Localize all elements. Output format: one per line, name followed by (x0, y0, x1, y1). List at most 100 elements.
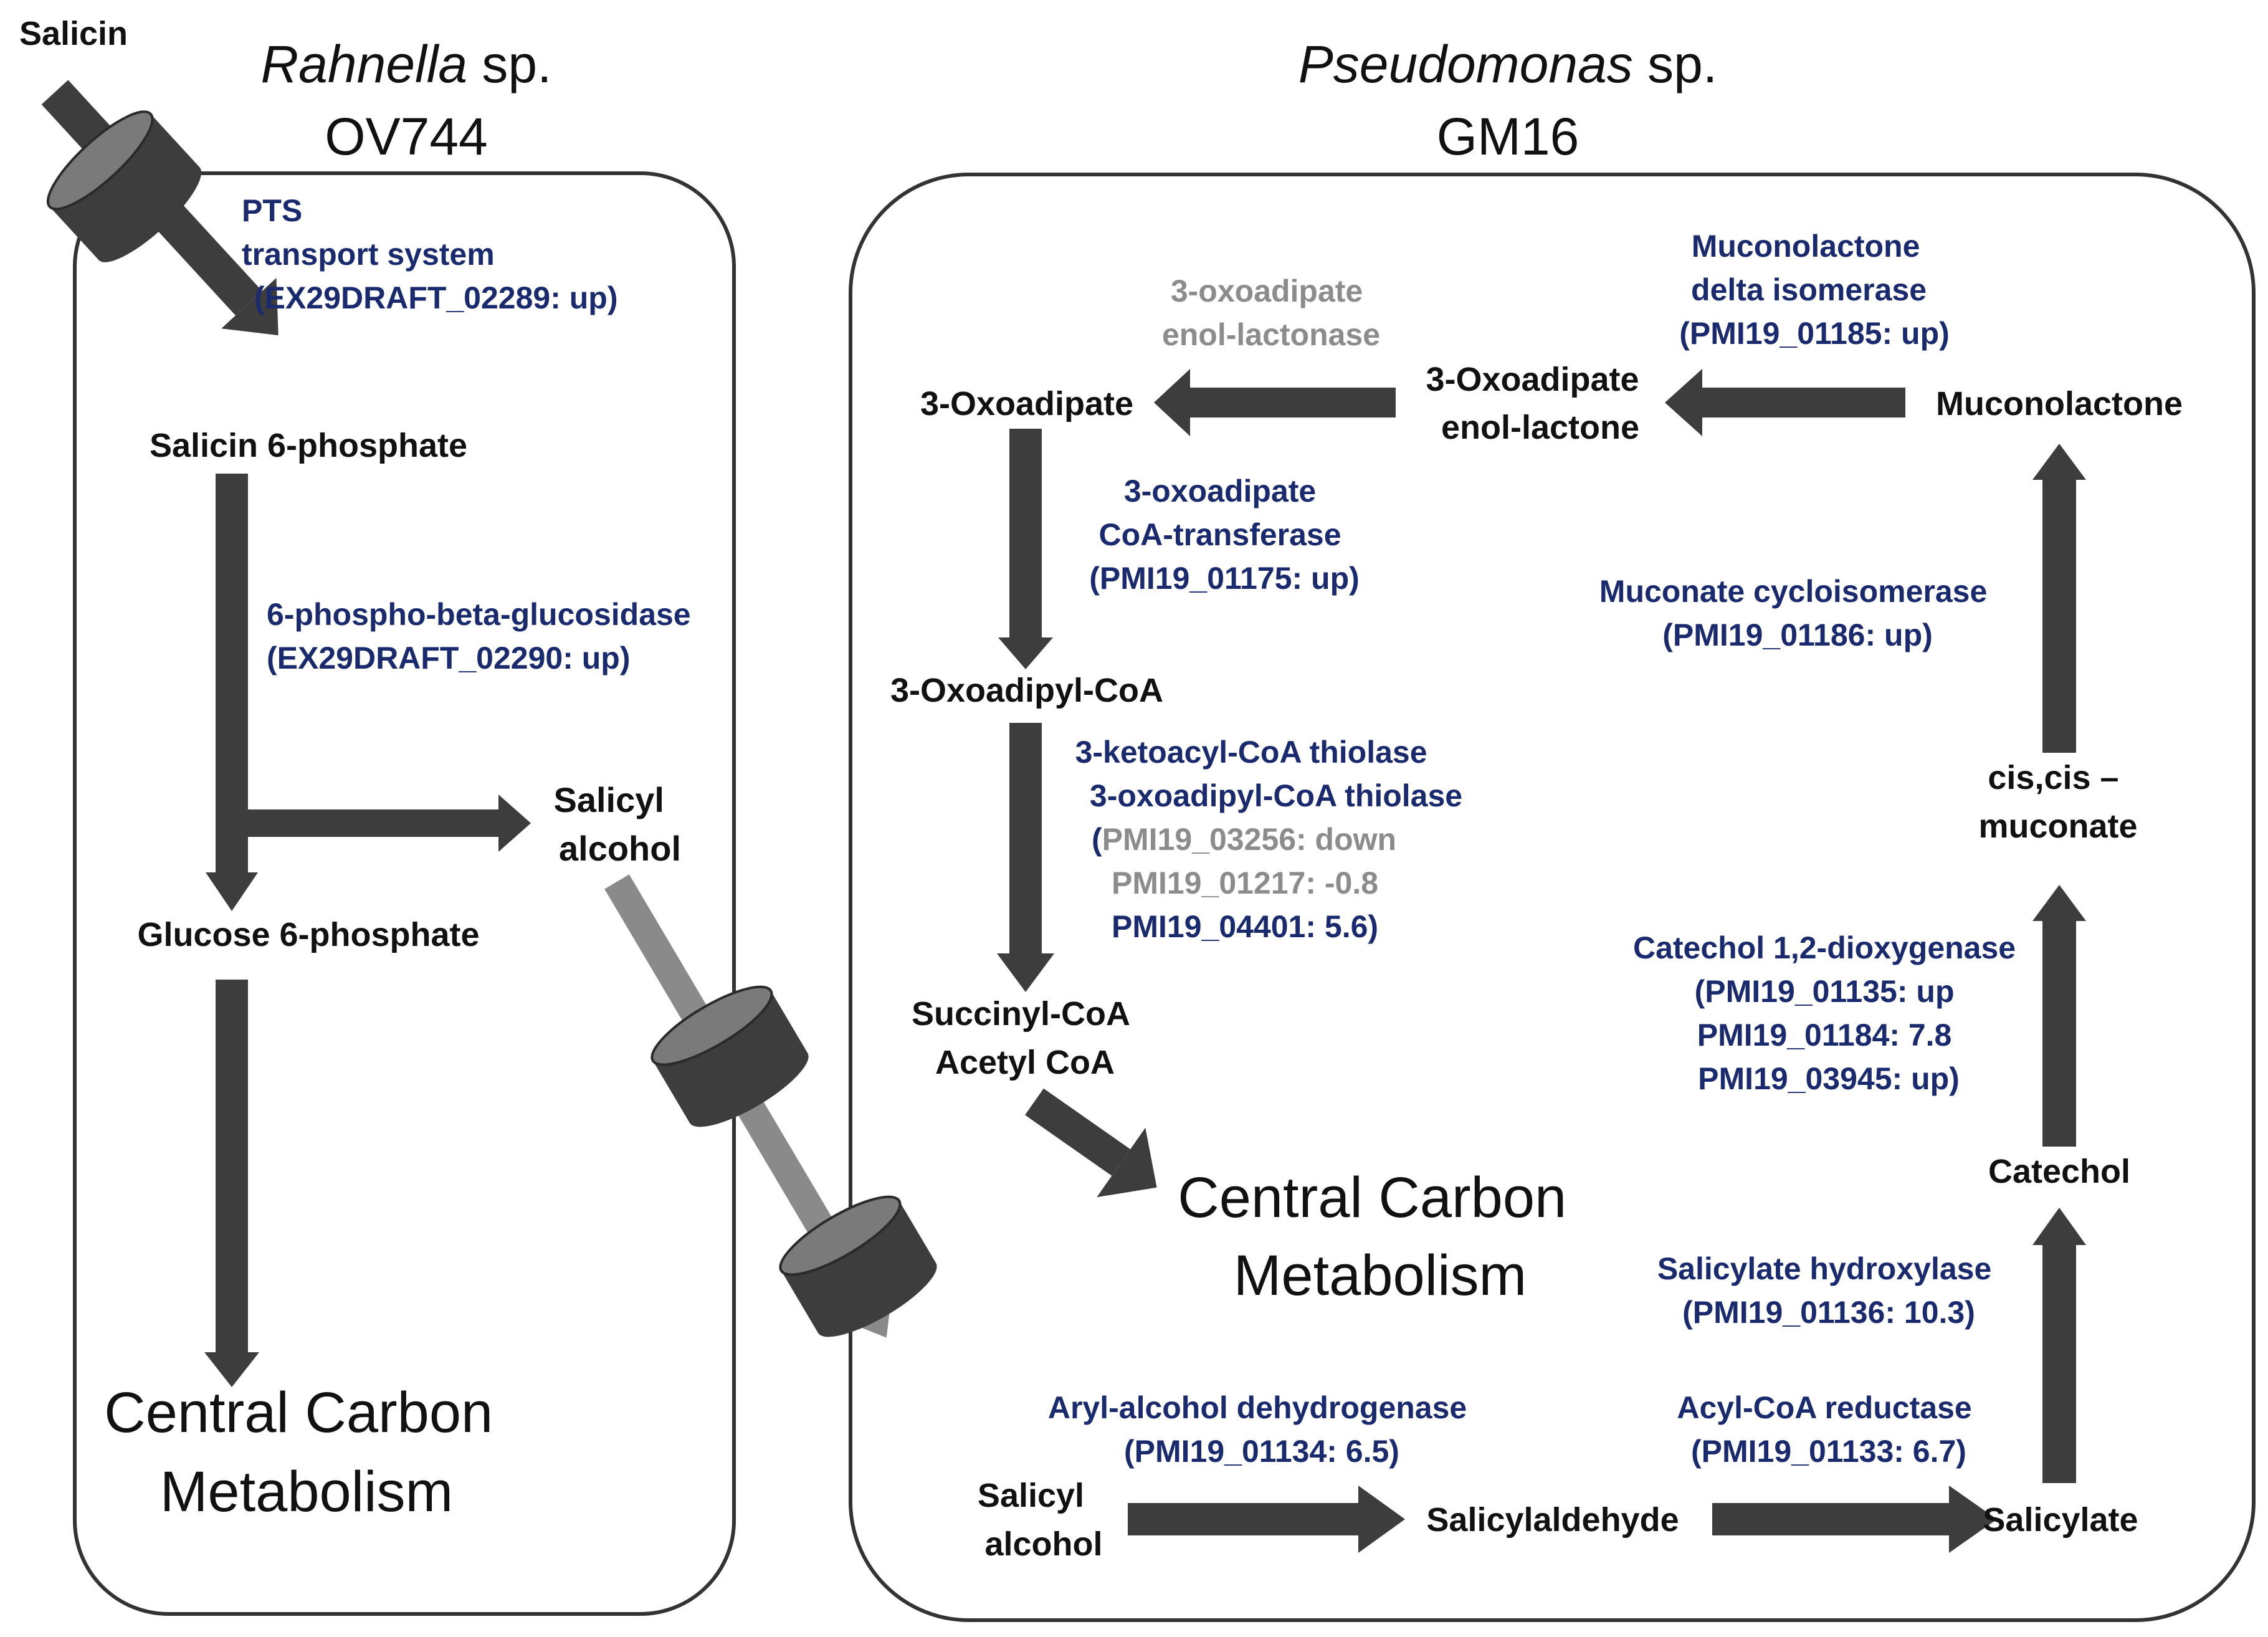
enol-lactonase-enzyme: 3-oxoadipate enol-lactonase (1162, 274, 1380, 352)
rahnella-ccm: Central Carbon Metabolism (104, 1381, 508, 1524)
succinyl-line1: Succinyl-CoA (912, 995, 1130, 1033)
transferase-line1: 3-oxoadipate (1124, 474, 1316, 508)
pts-transporter-cylinder (46, 110, 202, 262)
pseudomonas-salicyl-line1: Salicyl (978, 1477, 1084, 1514)
oxoadipyl-coa: 3-Oxoadipyl-CoA (890, 672, 1163, 709)
cycloisomerase-line1: Muconate cycloisomerase (1599, 574, 1988, 609)
thiolase-ids: (PMI19_03256: down PMI19_01217: -0.8 PMI… (1092, 822, 1405, 944)
dehydrogenase-line1: Aryl-alcohol dehydrogenase (1048, 1390, 1467, 1425)
pseudomonas-strain: GM16 (1437, 107, 1580, 166)
hydroxylase-line2: (PMI19_01136: 10.3) (1682, 1295, 1975, 1330)
pseudomonas-sp: sp. (1633, 35, 1717, 93)
dehydrogenase-line2: (PMI19_01134: 6.5) (1124, 1434, 1399, 1469)
rahnella-salicyl-line2: alcohol (559, 829, 681, 868)
isomerase-line1: Muconolactone (1692, 229, 1920, 264)
salicyl-branch-arrow (232, 795, 531, 852)
enol-lactone-line1: 3-Oxoadipate (1426, 361, 1639, 398)
dioxygenase-line2: (PMI19_01135: up (1695, 974, 1955, 1009)
dioxygenase-line4: PMI19_03945: up) (1698, 1061, 1960, 1096)
thiolase-paren: ( (1092, 822, 1102, 857)
muconate-line2: muconate (1978, 808, 2137, 845)
pseudomonas-salicyl-line2: alcohol (984, 1525, 1102, 1563)
glucosidase-arrow (206, 474, 258, 911)
dioxygenase-line3: PMI19_01184: 7.8 (1697, 1018, 1952, 1052)
pseudomonas-genus: Pseudomonas (1298, 35, 1633, 93)
enol-lactonase-arrow (1154, 369, 1396, 436)
pseudomonas-salicyl-alcohol: Salicyl alcohol (978, 1477, 1103, 1563)
enol-lactonase-line1: 3-oxoadipate (1171, 274, 1363, 308)
reductase-line2: (PMI19_01133: 6.7) (1691, 1434, 1966, 1469)
rahnella-export-cylinder (650, 985, 809, 1127)
glucose-6-phosphate: Glucose 6-phosphate (137, 916, 479, 953)
succinyl-line2: Acetyl CoA (935, 1044, 1115, 1081)
isomerase-line3: (PMI19_01185: up) (1679, 316, 1950, 351)
pts-enzyme: PTS transport system (EX29DRAFT_02289: u… (242, 193, 618, 315)
thiolase-line3: PMI19_03256: down (1102, 822, 1396, 857)
succinyl-to-ccm-arrow (1025, 1088, 1157, 1198)
reductase-arrow (1712, 1486, 1997, 1553)
cycloisomerase-line2: (PMI19_01186: up) (1662, 618, 1933, 652)
reductase-enzyme: Acyl-CoA reductase (PMI19_01133: 6.7) (1677, 1390, 1980, 1469)
catechol: Catechol (1988, 1153, 2130, 1190)
rahnella-title: Rahnella sp. (261, 35, 552, 93)
thiolase-line1: 3-ketoacyl-CoA thiolase (1075, 735, 1427, 770)
pseudomonas-cell (849, 173, 2256, 1622)
pts-line1: PTS (242, 193, 302, 228)
salicylaldehyde: Salicylaldehyde (1426, 1501, 1679, 1539)
salicylate: Salicylate (1983, 1501, 2138, 1539)
pts-line2: transport system (242, 237, 495, 272)
dioxygenase-enzyme: Catechol 1,2-dioxygenase (PMI19_01135: u… (1633, 930, 2024, 1096)
rahnella-genus: Rahnella (261, 35, 468, 93)
pseudomonas-ccm-line2: Metabolism (1234, 1244, 1527, 1307)
cycloisomerase-arrow (2032, 444, 2086, 753)
transferase-enzyme: 3-oxoadipate CoA-transferase (PMI19_0117… (1089, 474, 1360, 596)
thiolase-line5: PMI19_04401: 5.6) (1112, 909, 1378, 944)
pseudomonas-import-cylinder (779, 1195, 937, 1337)
reductase-line1: Acyl-CoA reductase (1677, 1390, 1971, 1425)
rahnella-ccm-line1: Central Carbon (104, 1381, 493, 1444)
glucosidase-id: (EX29DRAFT_02290: up) (267, 641, 631, 675)
muconolactone: Muconolactone (1936, 385, 2183, 422)
transferase-line3: (PMI19_01175: up) (1089, 561, 1360, 596)
muconate-line1: cis,cis – (1988, 759, 2118, 796)
pts-line3: (EX29DRAFT_02289: up) (254, 280, 618, 315)
rahnella-ccm-line2: Metabolism (160, 1460, 453, 1524)
dioxygenase-line1: Catechol 1,2-dioxygenase (1633, 930, 2016, 965)
salicin-6-phosphate: Salicin 6-phosphate (150, 427, 467, 464)
isomerase-line2: delta isomerase (1691, 272, 1927, 307)
pseudomonas-ccm-line1: Central Carbon (1178, 1166, 1566, 1229)
hydroxylase-line1: Salicylate hydroxylase (1657, 1251, 1991, 1286)
enol-lactonase-line2: enol-lactonase (1162, 317, 1380, 352)
rahnella-strain: OV744 (325, 107, 488, 166)
oxoadipate-enol-lactone: 3-Oxoadipate enol-lactone (1426, 361, 1648, 446)
salicin-label: Salicin (19, 15, 128, 52)
glucosidase-enzyme: 6-phospho-beta-glucosidase (EX29DRAFT_02… (267, 597, 700, 675)
cis-cis-muconate: cis,cis – muconate (1978, 759, 2137, 845)
thiolase-line4: PMI19_01217: -0.8 (1112, 866, 1378, 900)
pseudomonas-ccm: Central Carbon Metabolism (1178, 1166, 1582, 1307)
dehydrogenase-enzyme: Aryl-alcohol dehydrogenase (PMI19_01134:… (1048, 1390, 1475, 1469)
rahnella-sp: sp. (467, 35, 551, 93)
oxoadipate: 3-Oxoadipate (920, 385, 1133, 422)
rahnella-cell (73, 171, 736, 1616)
enol-lactone-line2: enol-lactone (1441, 409, 1639, 446)
hydroxylase-arrow (2032, 1208, 2086, 1483)
dehydrogenase-arrow (1128, 1486, 1405, 1553)
transferase-arrow (998, 429, 1053, 669)
cycloisomerase-enzyme: Muconate cycloisomerase (PMI19_01186: up… (1599, 574, 1996, 652)
thiolase-arrow (997, 723, 1054, 992)
rahnella-salicyl-alcohol: Salicyl alcohol (553, 780, 681, 868)
dioxygenase-arrow (2032, 885, 2086, 1147)
isomerase-enzyme: Muconolactone delta isomerase (PMI19_011… (1679, 229, 1950, 351)
transferase-line2: CoA-transferase (1099, 517, 1341, 552)
pseudomonas-title: Pseudomonas sp. (1298, 35, 1717, 93)
glucosidase-name: 6-phospho-beta-glucosidase (267, 597, 691, 632)
thiolase-line2: 3-oxoadipyl-CoA thiolase (1090, 778, 1462, 813)
succinyl-acetyl-coa: Succinyl-CoA Acetyl CoA (912, 995, 1138, 1081)
thiolase-enzyme: 3-ketoacyl-CoA thiolase 3-oxoadipyl-CoA … (1075, 735, 1463, 813)
rahnella-salicyl-line1: Salicyl (553, 780, 664, 819)
hydroxylase-enzyme: Salicylate hydroxylase (PMI19_01136: 10.… (1657, 1251, 2000, 1330)
isomerase-arrow (1665, 369, 1905, 436)
glucose-to-ccm-arrow (204, 980, 259, 1387)
